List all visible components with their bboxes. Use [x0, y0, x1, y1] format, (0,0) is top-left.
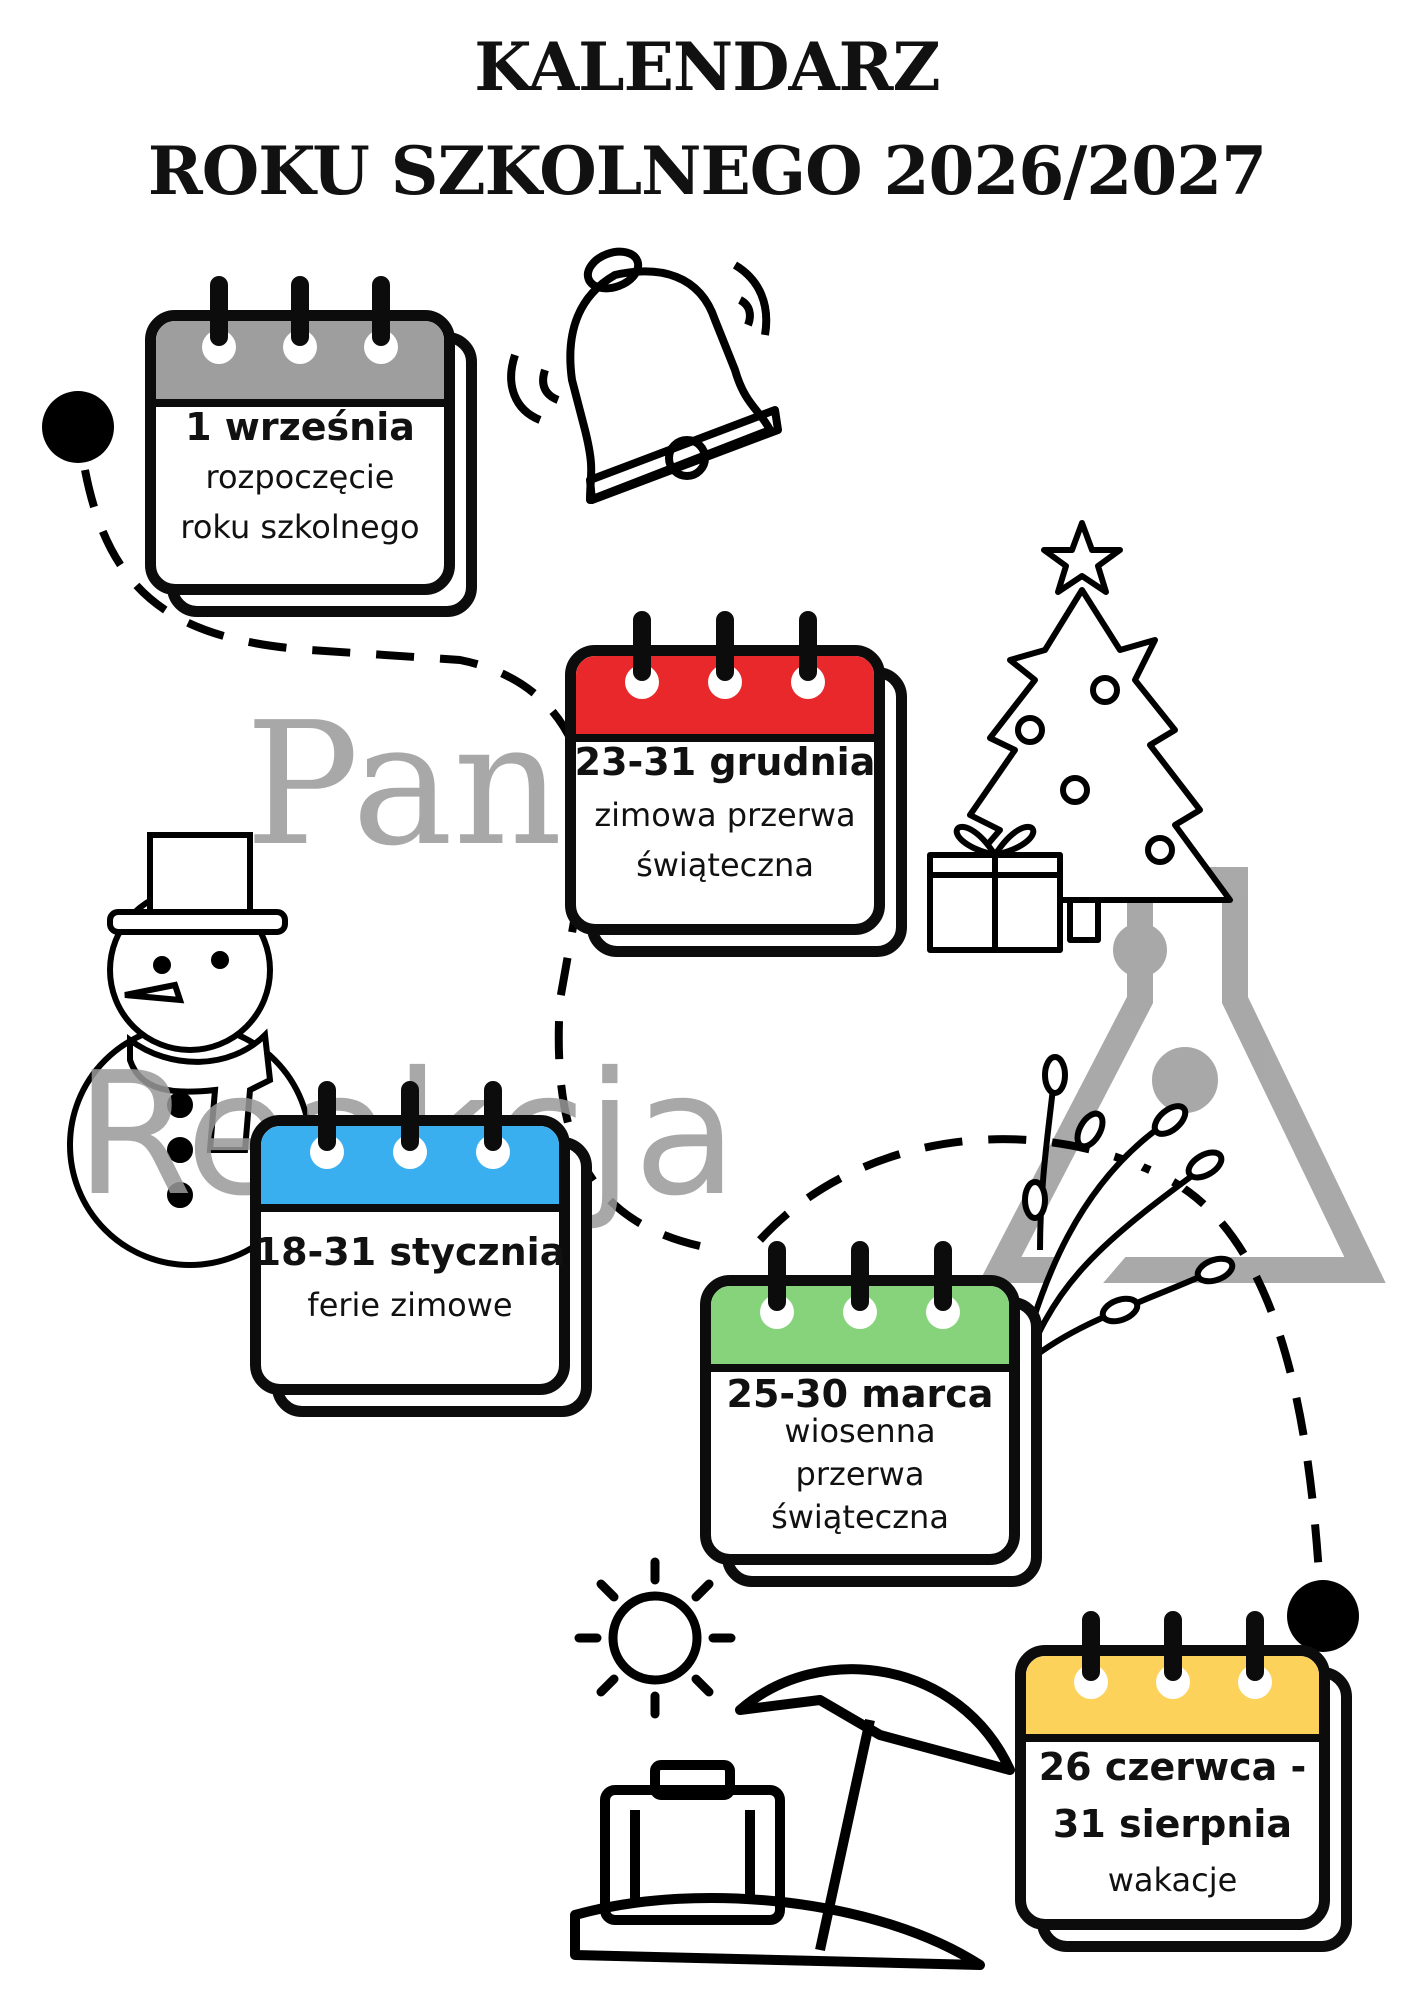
event-description: zimowa przerwa — [594, 796, 856, 834]
event-calendar-summer: 26 czerwca - 31 sierpnia wakacje — [1015, 1611, 1352, 1952]
event-calendar-march: 25-30 marca wiosenna przerwa świąteczna — [700, 1241, 1042, 1587]
christmas-tree-icon — [927, 520, 1233, 953]
event-calendar-september: 1 września rozpoczęcie roku szkolnego — [145, 276, 477, 617]
event-calendar-december: 23-31 grudnia zimowa przerwa świąteczna — [565, 611, 907, 957]
event-description: wiosenna — [784, 1412, 936, 1450]
event-date: 31 sierpnia — [1052, 1802, 1293, 1846]
event-date: 1 września — [185, 405, 415, 449]
timeline-start-dot — [42, 391, 114, 463]
sun-icon — [574, 1557, 736, 1719]
event-description: świąteczna — [636, 846, 814, 884]
event-calendar-january: 18-31 stycznia ferie zimowe — [250, 1081, 592, 1417]
flask-watermark-icon — [978, 867, 1386, 1283]
event-description: wakacje — [1107, 1861, 1238, 1899]
event-description: ferie zimowe — [307, 1286, 513, 1324]
event-date: 26 czerwca - — [1038, 1745, 1307, 1789]
beach-umbrella-icon — [570, 1664, 1015, 1970]
event-date: 25-30 marca — [726, 1372, 994, 1416]
event-date: 23-31 grudnia — [574, 740, 876, 784]
event-description: przerwa — [795, 1455, 925, 1493]
event-description: świąteczna — [771, 1498, 949, 1536]
page-title-line1: KALENDARZ — [474, 28, 940, 106]
page-title-line2: ROKU SZKOLNEGO 2026/2027 — [147, 132, 1267, 210]
event-description: roku szkolnego — [180, 508, 420, 546]
watermark-line1: Pani — [245, 686, 617, 884]
event-description: rozpoczęcie — [205, 458, 395, 496]
school-bell-icon — [507, 247, 782, 504]
timeline-end-dot — [1287, 1580, 1359, 1652]
event-date: 18-31 stycznia — [254, 1230, 566, 1274]
